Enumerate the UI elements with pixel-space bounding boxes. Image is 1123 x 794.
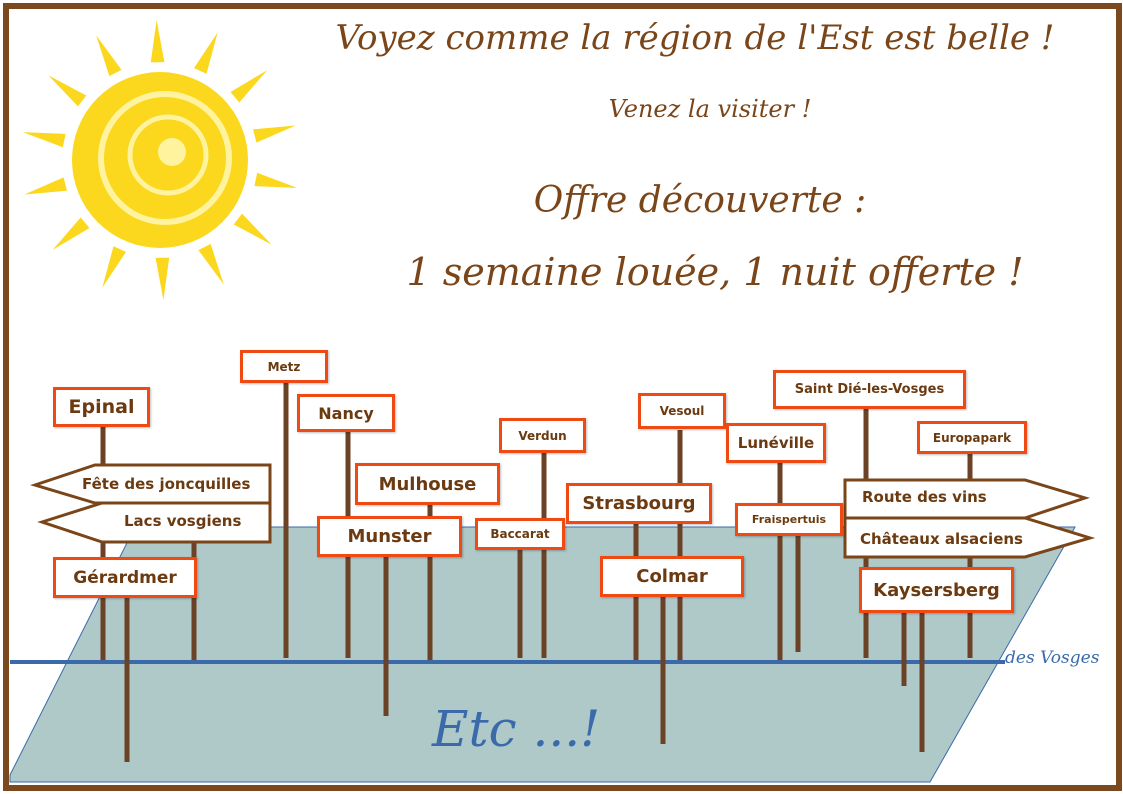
offer-text: 1 semaine louée, 1 nuit offerte ! (406, 250, 1024, 294)
sign-mulhouse[interactable]: Mulhouse (355, 463, 500, 505)
sun-ray (155, 257, 170, 300)
arrow-sign-chateaux[interactable] (843, 516, 1096, 559)
arrow-label-fete: Fête des joncquilles (82, 475, 251, 493)
sign-epinal[interactable]: Epinal (53, 387, 150, 427)
arrow-sign-lacs[interactable] (37, 501, 272, 544)
arrow-label-lacs: Lacs vosgiens (124, 512, 242, 530)
sign-kaysersberg[interactable]: Kaysersberg (859, 567, 1014, 613)
sun-ray (253, 125, 296, 143)
arrow-label-route: Route des vins (862, 488, 987, 506)
sign-saint-die[interactable]: Saint Dié-les-Vosges (773, 370, 966, 409)
line-label: des Vosges (1005, 648, 1100, 668)
sun-ray (230, 70, 268, 103)
sun-ray (194, 32, 218, 74)
offer-title: Offre découverte : (533, 180, 867, 221)
sign-verdun[interactable]: Verdun (499, 418, 586, 453)
sign-fraispertuis[interactable]: Fraispertuis (735, 503, 843, 536)
sign-vesoul[interactable]: Vesoul (638, 393, 726, 429)
sun-ray (102, 246, 126, 288)
sign-europapark[interactable]: Europapark (917, 421, 1027, 454)
arrow-sign-fete[interactable] (30, 463, 272, 505)
sign-gerardmer[interactable]: Gérardmer (53, 557, 197, 598)
sun-ray (52, 217, 90, 250)
sun-ray (198, 243, 224, 285)
sun-ray (150, 20, 165, 63)
subheadline: Venez la visiter ! (608, 95, 812, 123)
sign-metz[interactable]: Metz (240, 350, 328, 383)
sun-ray (24, 177, 67, 195)
sun-ray (96, 35, 122, 77)
sun-ray (233, 213, 272, 245)
sign-nancy[interactable]: Nancy (297, 394, 395, 432)
arrow-label-chateaux: Châteaux alsaciens (860, 530, 1023, 548)
footer-etc: Etc ...! (432, 700, 601, 758)
sign-munster[interactable]: Munster (317, 516, 462, 557)
arrow-sign-route[interactable] (843, 478, 1090, 520)
sign-luneville[interactable]: Lunéville (726, 423, 826, 463)
sun-icon (22, 20, 298, 300)
headline: Voyez comme la région de l'Est est belle… (335, 18, 1055, 58)
sun-ray (254, 172, 298, 188)
sun-ray (48, 75, 87, 107)
sign-baccarat[interactable]: Baccarat (475, 518, 565, 550)
sign-colmar[interactable]: Colmar (600, 556, 744, 597)
sun-ray (22, 132, 66, 148)
sign-strasbourg[interactable]: Strasbourg (566, 483, 712, 524)
